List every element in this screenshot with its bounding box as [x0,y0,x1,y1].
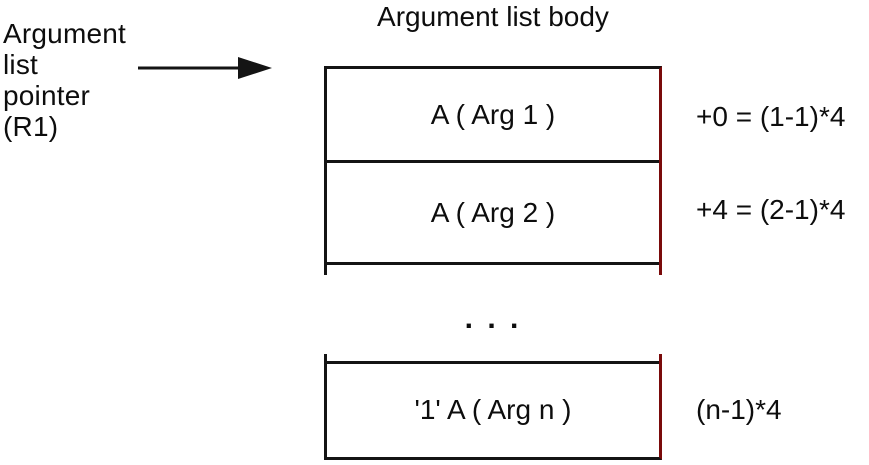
diagram-title: Argument list body [377,1,609,32]
cell-argn-label: '1' A ( Arg n ) [414,393,572,425]
offset-label-arg2: +4 = (2-1)*4 [696,194,846,225]
cell-arg2-label: A ( Arg 2 ) [430,196,556,228]
argument-list-pointer-label: Argument list pointer (R1) [3,18,126,142]
continuation-ellipsis: . . . [464,302,522,335]
pointer-arrow-icon [138,57,272,79]
cell-arg1: A ( Arg 1 ) [327,69,659,163]
cell-argn: '1' A ( Arg n ) [324,354,662,460]
cell-arg2: A ( Arg 2 ) [327,163,659,265]
argument-list-upper-cells: A ( Arg 1 ) A ( Arg 2 ) [324,66,662,275]
offset-label-argn: (n-1)*4 [696,394,782,425]
cell-argn-topline [327,361,659,364]
cell-arg1-label: A ( Arg 1 ) [430,98,556,130]
offset-label-arg1: +0 = (1-1)*4 [696,101,846,132]
